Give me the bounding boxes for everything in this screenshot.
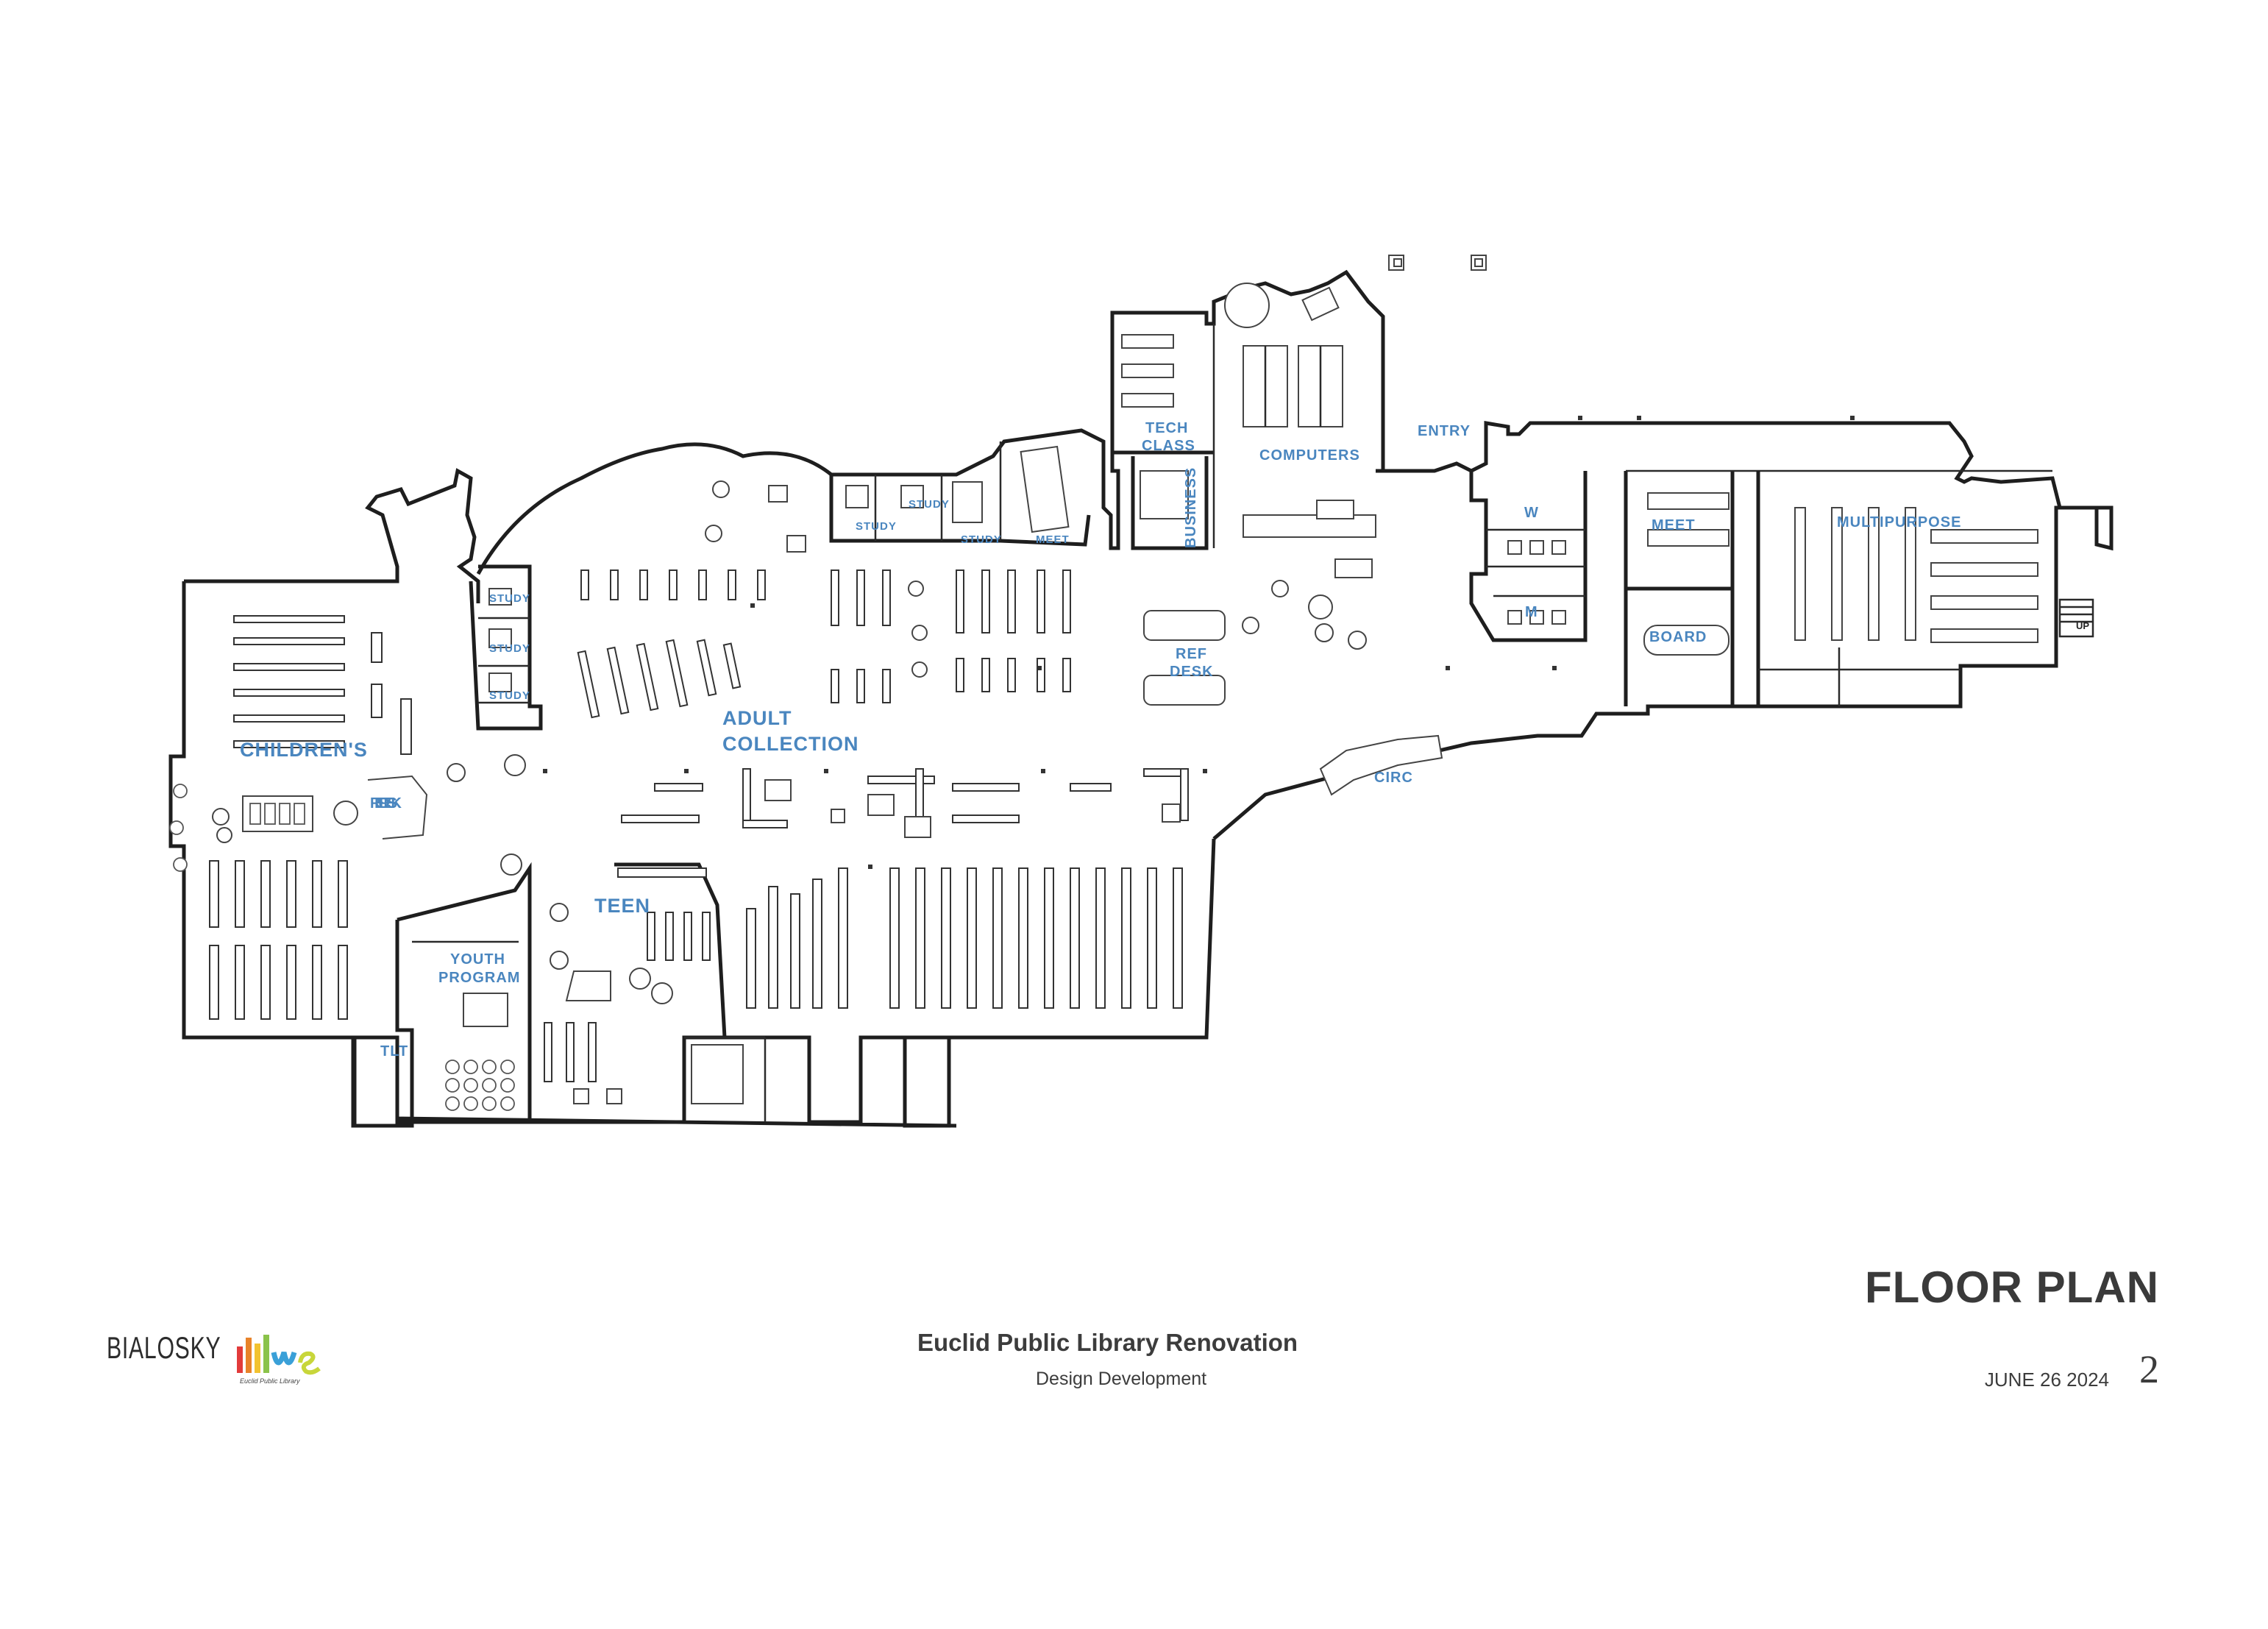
circ-desk [1319, 734, 1443, 796]
label-meet-large: MEET [1652, 517, 1696, 533]
structural-columns [543, 416, 1855, 869]
south-wall-west [351, 1035, 957, 1128]
label-adult-collection-2: COLLECTION [722, 733, 859, 755]
label-tlt: TLT [380, 1043, 408, 1060]
teen-wall [614, 862, 727, 1038]
childrens-shelves [209, 615, 412, 1020]
label-teen: TEEN [594, 895, 650, 917]
label-adult-collection-1: ADULT [722, 707, 792, 729]
adult-shelves-south [746, 867, 1183, 1009]
exterior-walls [168, 269, 2114, 1128]
label-stair-up: UP [2076, 620, 2089, 631]
label-study-west-3: STUDY [489, 689, 530, 702]
project-title: Euclid Public Library Renovation [917, 1329, 1298, 1356]
multipurpose-tables [1794, 507, 2038, 643]
project-phase: Design Development [1036, 1369, 1207, 1389]
label-board: BOARD [1649, 629, 1707, 645]
room-labels: CHILDREN'S REF DESK ADULT COLLECTION TEE… [240, 420, 2089, 1060]
west-wing-top-wall [184, 468, 480, 603]
label-study-north-3: STUDY [961, 533, 1002, 546]
youth-program-wall [397, 862, 532, 1122]
curved-reading-wall [476, 442, 833, 575]
computer-stations [1243, 345, 1376, 538]
label-entry: ENTRY [1418, 423, 1471, 439]
label-youth-program-1: YOUTH [450, 951, 505, 968]
north-study-rooms [829, 475, 1000, 543]
label-adult-ref-desk-2: DESK [1170, 664, 1214, 680]
label-tech-class-1: TECH [1145, 420, 1188, 436]
label-adult-ref-desk-1: REF [1176, 646, 1207, 662]
label-business: BUSINESS [1183, 467, 1199, 548]
label-meet-small: MEET [1036, 533, 1070, 546]
shelving [209, 569, 1189, 1082]
label-women-restroom: W [1524, 505, 1539, 521]
entry-wall [1212, 421, 2114, 840]
label-tech-class-2: CLASS [1142, 438, 1195, 454]
meet-room-wall [1000, 514, 1091, 547]
meet-room-tables [1643, 492, 1730, 656]
label-circ: CIRC [1374, 770, 1413, 786]
label-study-north-1: STUDY [856, 520, 897, 533]
label-computers: COMPUTERS [1259, 447, 1360, 464]
tlt-wall [352, 920, 414, 1128]
tech-class-desks [1121, 334, 1189, 519]
sheet-title: FLOOR PLAN [1865, 1263, 2159, 1312]
adult-shelves-middle [621, 768, 1189, 828]
teen-shelves [544, 867, 711, 1082]
restroom-block [1469, 471, 1588, 642]
north-wall-middle [831, 269, 1385, 550]
label-childrens-ref-desk: REF DESK [370, 795, 402, 812]
label-men-restroom: M [1525, 604, 1538, 620]
label-multipurpose: MULTIPURPOSE [1837, 514, 1961, 530]
label-study-west-2: STUDY [489, 642, 530, 655]
study-rooms-wall [469, 564, 543, 731]
label-study-west-1: STUDY [489, 592, 530, 605]
firm-logo: BIALOSKY [107, 1330, 221, 1365]
label-childrens: CHILDREN'S [240, 739, 368, 761]
sheet-date: JUNE 26 2024 [1984, 1369, 2109, 1391]
interior-walls [397, 324, 2052, 1122]
label-study-north-2: STUDY [909, 498, 950, 511]
youth-program-seating [445, 993, 515, 1111]
west-wing-wall [168, 581, 355, 1040]
adult-shelves-north [577, 569, 1071, 719]
sheet-number: 2 [2139, 1347, 2159, 1391]
label-youth-program-2: PROGRAM [438, 970, 520, 986]
furniture [169, 255, 2094, 1111]
